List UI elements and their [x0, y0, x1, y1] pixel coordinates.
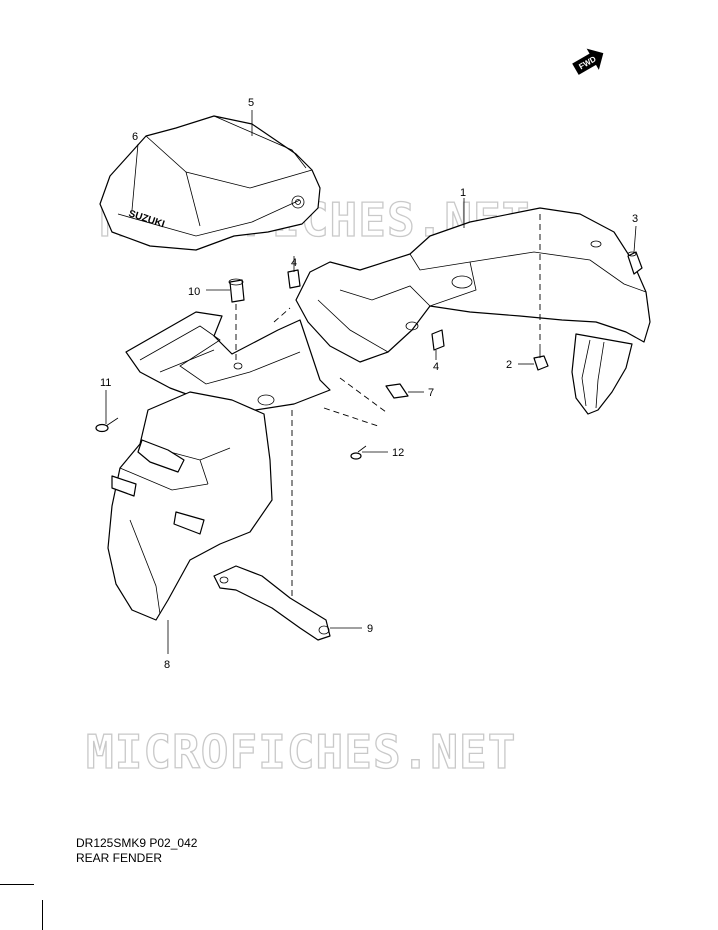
license-bracket-part: [213, 565, 331, 641]
watermark-bottom: MICROFICHES.NET: [86, 725, 516, 779]
callout-2: 2: [506, 359, 512, 371]
callout-7: 7: [428, 387, 434, 399]
callout-1: 1: [460, 187, 466, 199]
bracket-part: [125, 311, 331, 415]
seat-cowl-part: SUZUKI: [99, 115, 321, 251]
clip-part-7: [385, 383, 409, 399]
corner-mark-vertical: [42, 900, 43, 930]
corner-mark-horizontal: [0, 884, 34, 885]
inner-fender-part: [295, 207, 651, 363]
callout-8: 8: [164, 659, 170, 671]
callout-11: 11: [100, 377, 111, 389]
mud-flap-part: [571, 333, 633, 415]
rear-fender-part: [107, 391, 273, 621]
bolt-part-10: [228, 278, 245, 303]
callout-9: 9: [367, 623, 373, 635]
callout-12: 12: [392, 447, 404, 459]
forward-arrow-icon: FWD: [572, 48, 604, 75]
callout-6: 6: [132, 131, 138, 143]
callout-4-upper: 4: [291, 257, 297, 269]
bolt-part-2: [533, 344, 549, 371]
clip-nut-upper: [287, 269, 301, 289]
diagram-title: REAR FENDER: [76, 851, 163, 865]
screw-part-11: [95, 417, 119, 433]
callout-10: 10: [188, 286, 200, 298]
diagram-code: DR125SMK9 P02_042: [76, 836, 198, 850]
clip-nut-lower: [431, 329, 445, 351]
callout-4-lower: 4: [433, 361, 439, 373]
callout-5: 5: [248, 97, 254, 109]
callout-3: 3: [632, 213, 638, 225]
screw-part-12: [350, 445, 367, 460]
spacer-part: [627, 251, 643, 275]
